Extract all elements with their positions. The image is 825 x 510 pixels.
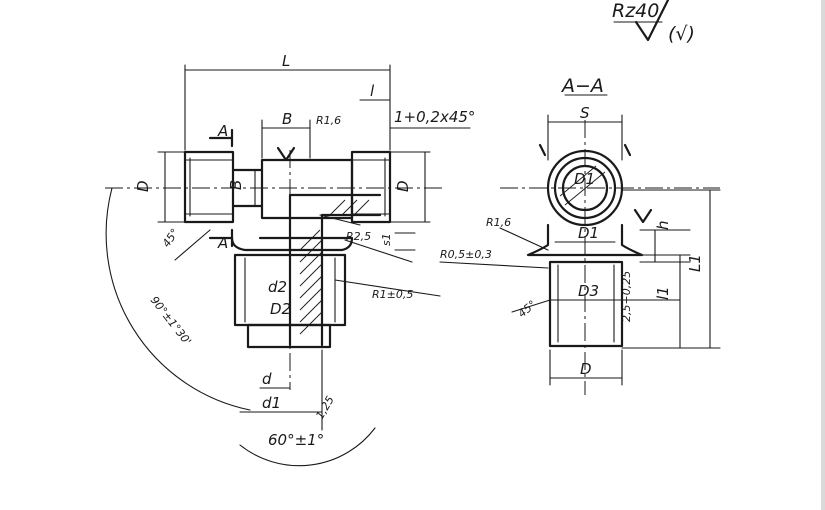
roughness-label: Rz40	[612, 0, 659, 22]
dim-L: L	[282, 52, 290, 70]
page-edge	[821, 0, 825, 510]
radius-R0-5: R0,5±0,3	[440, 248, 492, 261]
section-view-A-A	[439, 94, 721, 395]
dim-d1: d1	[262, 394, 281, 412]
radius-R1-0-5: R1±0,5	[372, 288, 413, 301]
dim-D-left: D	[134, 180, 152, 192]
angle-60: 60°±1°	[268, 431, 324, 449]
dim-l1: l1	[654, 286, 672, 300]
dim-s1: s1	[380, 233, 393, 246]
dim-h: h	[654, 220, 672, 230]
section-marker-top: A	[217, 122, 228, 140]
dim-B: B	[282, 110, 292, 128]
dim-D2: D2	[270, 300, 291, 318]
val-1-25: 1,25	[313, 394, 337, 422]
dim-d: d	[262, 370, 272, 388]
dim-D-bottom: D	[580, 360, 592, 378]
dim-D3: D3	[578, 282, 599, 300]
chamfer-label: 1+0,2x45°	[394, 108, 475, 126]
dim-B-vertical: B	[227, 180, 245, 190]
radius-R1-6-right: R1,6	[486, 216, 511, 229]
dim-S: S	[580, 104, 590, 122]
angle-45-right: 45°	[516, 298, 539, 320]
roughness-symbol-icon	[613, 0, 670, 42]
dim-l: l	[370, 82, 375, 100]
angle-45-left: 45°	[160, 226, 182, 249]
front-view	[105, 64, 471, 467]
tol-2-5: 2,5+0,25	[620, 271, 633, 322]
check-mark-label: (√)	[668, 23, 695, 45]
section-marker-bottom: A	[217, 234, 228, 252]
radius-R2-5: R2,5	[346, 230, 371, 243]
dim-D1-mid: D1	[578, 224, 599, 242]
angle-90: 90°±1°30'	[148, 294, 194, 348]
dim-D1-top: D1	[574, 170, 595, 188]
dim-D-mid: D	[394, 180, 412, 192]
section-title: A−A	[560, 75, 604, 97]
dim-L1: L1	[686, 254, 704, 272]
radius-R1-6-left: R1,6	[316, 114, 341, 127]
dim-d2: d2	[268, 278, 287, 296]
